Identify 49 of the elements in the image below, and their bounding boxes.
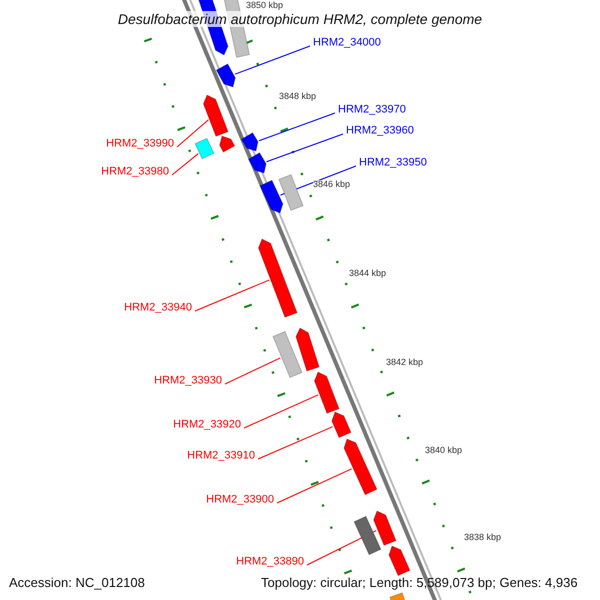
leader-line [258,112,336,142]
gene-block [194,138,214,160]
leader-line [244,394,319,428]
gene-feature [388,545,410,576]
gene-feature [344,438,378,496]
leader-line [234,46,310,75]
gene-label: HRM2_33960 [346,126,414,136]
gene-feature [248,152,267,174]
gene-feature [240,132,258,152]
leader-line [258,426,334,460]
gene-feature [295,327,320,372]
scale-label: 3840 kbp [425,446,462,455]
gene-label: HRM2_33900 [206,494,274,506]
gene-feature [373,510,397,546]
scale-label: 3838 kbp [464,533,502,542]
gene-feature [202,94,229,137]
gene-feature [314,371,340,414]
leader-line [224,357,281,384]
gene-feature [389,592,406,600]
leader-line [176,119,209,148]
gene-feature [258,238,298,318]
scale-label: 3850 kbp [246,1,284,10]
scale-label: 3842 kbp [386,358,424,367]
gene-label: HRM2_33920 [173,420,241,430]
gene-label: HRM2_33970 [338,104,406,116]
gene-feature [331,411,352,438]
gene-label: HRM2_34000 [313,38,381,48]
gene-block [354,516,382,556]
gene-label: HRM2_33940 [124,302,192,314]
gene-label: HRM2_33890 [236,556,304,568]
leader-line [194,280,270,312]
scale-label: 3848 kbp [279,92,316,101]
leader-line [172,153,199,176]
leader-line [276,468,352,504]
scale-label: 3844 kbp [349,269,386,278]
accession-text: Accession: NC_012108 [9,576,145,589]
gene-label: HRM2_33930 [154,376,222,386]
gene-feature [219,135,236,153]
gene-block [278,174,304,211]
scale-label: 3846 kbp [313,180,350,189]
gene-label: HRM2_33910 [187,450,255,462]
leader-line [266,134,344,162]
gene-label: HRM2_33980 [101,166,169,178]
gene-label: HRM2_33950 [359,158,427,168]
diagram-title: Desulfobacterium autotrophicum HRM2, complete genome [118,11,482,27]
gene-block [272,330,303,378]
gene-feature [216,63,236,88]
gene-label: HRM2_33990 [106,138,174,150]
gene-feature [260,180,284,214]
